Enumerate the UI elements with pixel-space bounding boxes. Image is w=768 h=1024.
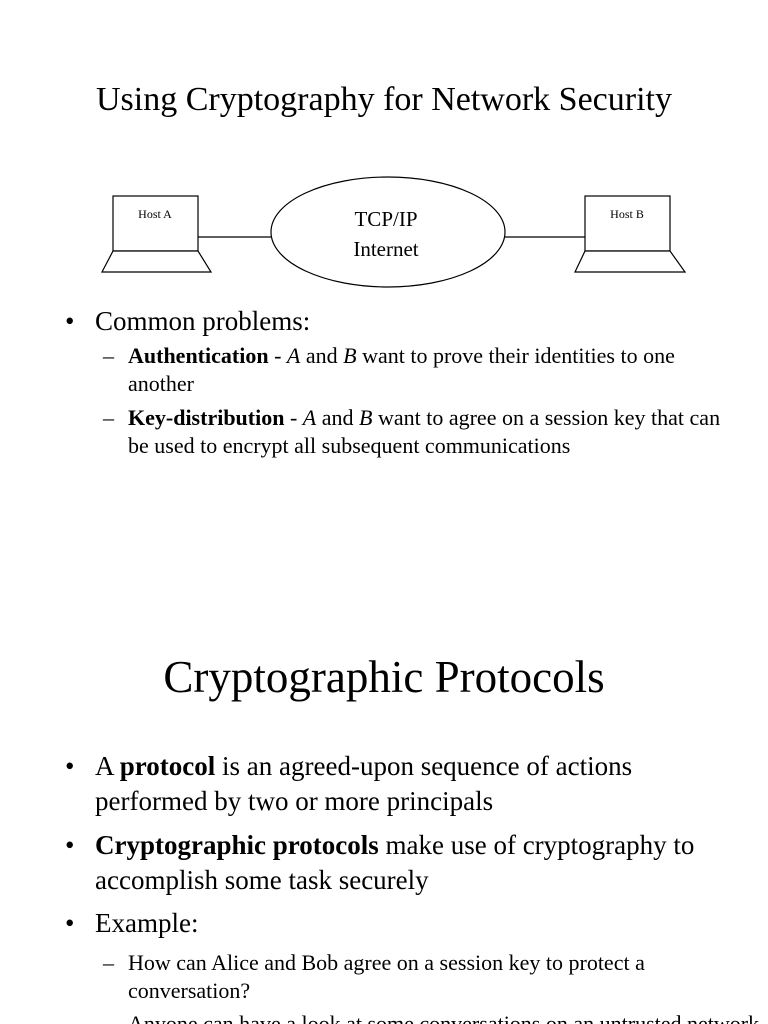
bullet-common-problems: Common problems: bbox=[65, 304, 735, 339]
bullet-example: Example: bbox=[65, 906, 735, 941]
network-diagram: Host A Host B TCP/IP Internet bbox=[0, 170, 768, 290]
bullet-cryptographic-protocols: Cryptographic protocols make use of cryp… bbox=[65, 828, 695, 898]
host-a-laptop-icon bbox=[101, 195, 213, 273]
sub-bullet-key-distribution: Key-distribution - A and B want to agree… bbox=[103, 404, 728, 460]
term-protocol: protocol bbox=[119, 751, 216, 781]
slide-title: Using Cryptography for Network Security bbox=[95, 81, 672, 118]
internet-cloud-icon bbox=[270, 176, 506, 288]
term-authentication: Authentication bbox=[128, 343, 269, 368]
host-b-label: Host B bbox=[610, 207, 644, 221]
internet-label-line1: TCP/IP bbox=[354, 207, 418, 231]
sub-bullet-example-question: How can Alice and Bob agree on a session… bbox=[103, 949, 668, 1005]
sub-bullet-authentication: Authentication - A and B want to prove t… bbox=[103, 342, 728, 398]
term-cryptographic-protocols: Cryptographic protocols bbox=[95, 830, 379, 860]
bullet-protocol-definition: A protocol is an agreed-upon sequence of… bbox=[65, 749, 695, 819]
term-key-distribution: Key-distribution bbox=[128, 405, 285, 430]
slide-title-2: Cryptographic Protocols bbox=[163, 652, 605, 702]
host-b-laptop-icon bbox=[574, 195, 687, 273]
internet-label-line2: Internet bbox=[353, 237, 419, 261]
network-diagram-graphic bbox=[101, 176, 687, 288]
host-a-label: Host A bbox=[138, 207, 172, 221]
sub-bullet-example-partial: Anyone can have a look at some conversat… bbox=[103, 1010, 759, 1024]
